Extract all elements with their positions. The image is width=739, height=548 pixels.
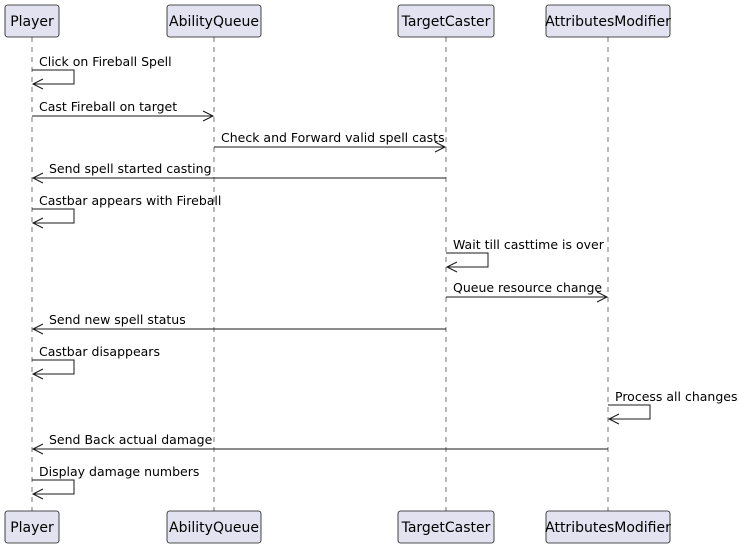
message-10: Process all changes (607, 389, 738, 425)
message-7: Queue resource change (446, 280, 609, 303)
arrow-head (31, 368, 44, 380)
participant-box (4, 4, 60, 38)
message-label: Cast Fireball on target (39, 99, 177, 114)
self-arrow (32, 208, 75, 224)
participant-label: AttributesModifier (545, 520, 671, 536)
self-arrow (32, 479, 75, 495)
message-label: Click on Fireball Spell (39, 54, 172, 69)
arrow-head (596, 291, 609, 303)
participant-box (397, 510, 495, 544)
participant-label: TargetCaster (401, 520, 491, 536)
arrow-head (31, 78, 44, 90)
participant-label: AbilityQueue (169, 14, 259, 30)
message-label: Castbar disappears (39, 344, 160, 359)
arrow-head (31, 488, 44, 500)
message-label: Castbar appears with Fireball (39, 193, 221, 208)
participant-targetcaster-top: TargetCaster (397, 4, 495, 38)
arrow-head (31, 443, 44, 455)
message-label: Process all changes (615, 389, 738, 404)
message-label: Check and Forward valid spell casts (221, 130, 445, 145)
message-label: Wait till casttime is over (453, 237, 605, 252)
arrow-head (31, 323, 44, 335)
participant-box (545, 510, 671, 544)
participant-box (166, 4, 262, 38)
arrow-head (434, 141, 447, 153)
participant-headers-top: Player AbilityQueue TargetCaster Attributes… (4, 4, 671, 38)
message-label: Send spell started casting (49, 161, 212, 176)
message-label: Display damage numbers (39, 464, 199, 479)
participant-label: AttributesModifier (545, 14, 671, 30)
arrow-head (445, 261, 458, 273)
participant-targetcaster-bottom: TargetCaster (397, 510, 495, 544)
participant-box (545, 4, 671, 38)
message-1: Click on Fireball Spell (31, 54, 172, 90)
arrow-head (31, 217, 44, 229)
participant-attributesmodifier-top: AttributesModifier (545, 4, 671, 38)
participant-box (397, 4, 495, 38)
message-12: Display damage numbers (31, 464, 199, 500)
message-4: Send spell started casting (31, 161, 446, 184)
self-arrow (446, 252, 489, 268)
message-3: Check and Forward valid spell casts (214, 130, 447, 153)
participant-label: Player (10, 520, 54, 536)
message-5: Castbar appears with Fireball (31, 193, 221, 229)
participant-label: TargetCaster (401, 14, 491, 30)
message-8: Send new spell status (31, 312, 446, 335)
arrow-head (31, 172, 44, 184)
arrow-head (607, 413, 620, 425)
participant-label: Player (10, 14, 54, 30)
participant-abilityqueue-bottom: AbilityQueue (166, 510, 262, 544)
participant-player-top: Player (4, 4, 60, 38)
participant-abilityqueue-top: AbilityQueue (166, 4, 262, 38)
participant-box (4, 510, 60, 544)
message-11: Send Back actual damage (31, 432, 608, 455)
self-arrow (608, 404, 651, 420)
self-arrow (32, 359, 75, 375)
message-label: Queue resource change (453, 280, 602, 295)
participant-headers-bottom: Player AbilityQueue TargetCaster Attributes… (4, 510, 671, 544)
message-6: Wait till casttime is over (445, 237, 605, 273)
message-label: Send new spell status (49, 312, 186, 327)
message-2: Cast Fireball on target (32, 99, 215, 122)
self-arrow (32, 69, 75, 85)
participant-attributesmodifier-bottom: AttributesModifier (545, 510, 671, 544)
message-label: Send Back actual damage (49, 432, 213, 447)
participant-label: AbilityQueue (169, 520, 259, 536)
arrow-head (202, 110, 215, 122)
participant-box (166, 510, 262, 544)
participant-player-bottom: Player (4, 510, 60, 544)
message-9: Castbar disappears (31, 344, 160, 380)
